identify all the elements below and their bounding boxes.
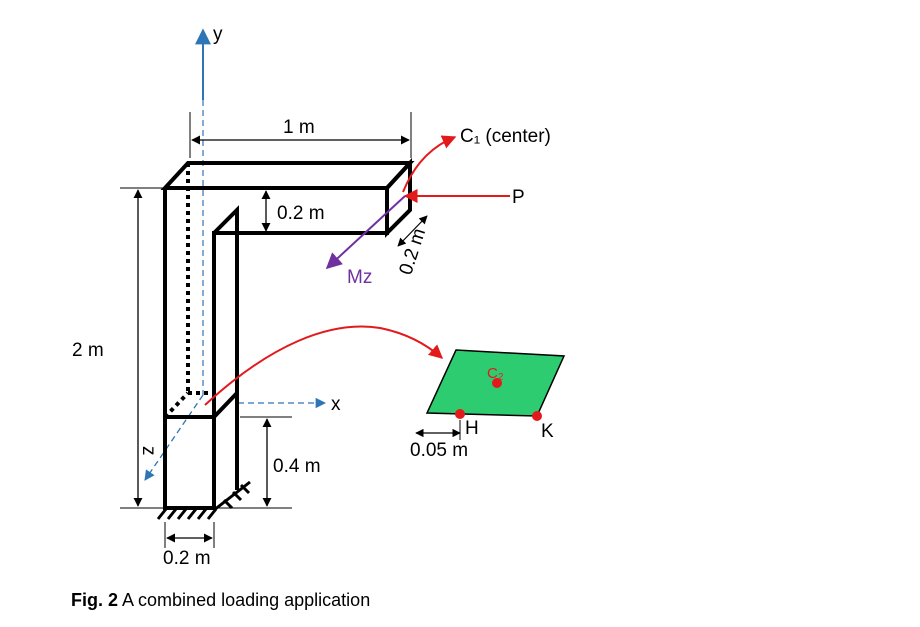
h-label: H: [465, 418, 479, 439]
z-axis-label: z: [138, 446, 159, 456]
figure-caption-text: A combined loading application: [118, 590, 371, 610]
point-k-marker: [532, 411, 542, 421]
section-height-label: 0.4 m: [273, 456, 321, 477]
depth-dimension: 0.2 m: [395, 215, 430, 278]
column-width-label: 0.2 m: [163, 548, 211, 569]
width-label: 1 m: [283, 117, 315, 138]
width-dimension: 1 m: [189, 112, 412, 158]
c1-label: C₁ (center): [460, 126, 551, 147]
column-width-dimension: 0.2 m: [163, 522, 215, 569]
x-axis: x: [238, 394, 341, 415]
k-label: K: [541, 421, 554, 442]
cross-section: C₂ H K 0.05 m: [410, 349, 566, 461]
point-c2-marker: [492, 378, 502, 388]
flange-thickness-dimension: 0.2 m: [261, 190, 325, 232]
depth-label: 0.2 m: [395, 226, 430, 278]
height-dimension: 2 m: [72, 187, 165, 509]
c1-leader: C₁ (center): [402, 126, 551, 193]
load-p: P: [403, 187, 525, 208]
section-height-dimension: 0.4 m: [214, 416, 321, 509]
moment-mz: Mz: [325, 195, 406, 288]
z-axis: z: [138, 394, 204, 481]
x-axis-label: x: [331, 394, 341, 415]
fixed-support: [156, 480, 251, 520]
moment-mz-label: Mz: [347, 267, 372, 288]
height-label: 2 m: [72, 340, 104, 361]
y-axis-label: y: [213, 24, 223, 45]
section-leader-curve: [204, 325, 444, 406]
flange-thickness-label: 0.2 m: [277, 203, 325, 224]
point-h-marker: [455, 409, 465, 419]
c2-label: C₂: [487, 365, 504, 382]
y-axis: y: [195, 24, 223, 395]
figure-caption-label: Fig. 2: [71, 590, 119, 610]
load-p-label: P: [512, 187, 525, 208]
figure-caption: Fig. 2 A combined loading application: [71, 590, 370, 611]
h-offset-label: 0.05 m: [410, 440, 468, 461]
